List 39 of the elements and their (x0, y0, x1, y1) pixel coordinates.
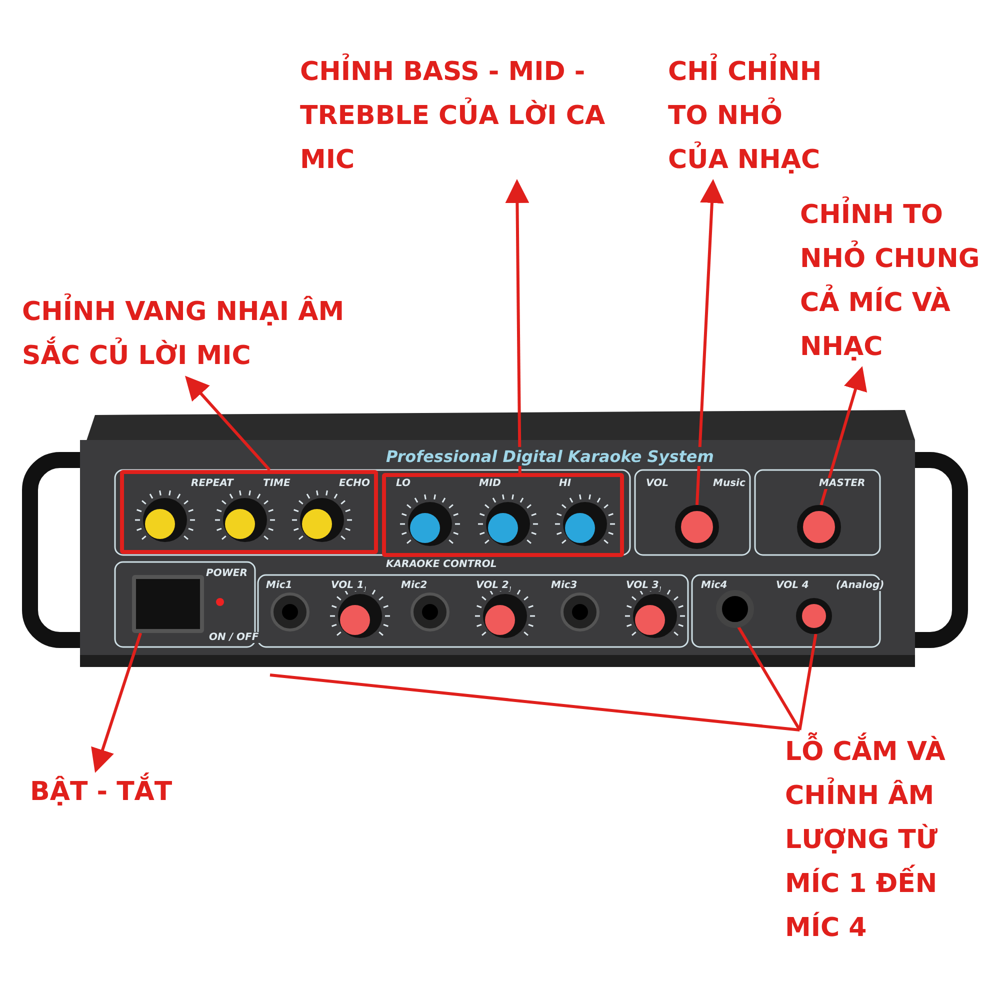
panel-label: VOL (645, 478, 670, 489)
panel-label: Mic4 (700, 580, 728, 591)
panel-label: Music (712, 478, 746, 489)
panel-label: (Analog) (835, 580, 886, 591)
arrow (185, 376, 271, 471)
panel-label: LO (395, 478, 412, 489)
power-switch (132, 575, 204, 633)
panel-label: Mic3 (550, 580, 578, 591)
highlight-frame (120, 470, 378, 554)
panel-label: VOL 2 (475, 580, 510, 591)
leader-line (736, 625, 801, 731)
panel-label: VOL 1 (330, 580, 365, 591)
panel-label: POWER (205, 568, 248, 579)
annotation-text: LỖ CẮM VÀ CHỈNH ÂM LƯỢNG TỪ MÍC 1 ĐẾN MÍC 4 (785, 730, 995, 950)
panel-label: MASTER (818, 478, 866, 489)
highlight-frame (382, 473, 624, 557)
annotation-text: CHỈNH VANG NHẠI ÂM SẮC CỦ LỜI MIC (22, 290, 352, 378)
arrow (91, 632, 142, 773)
panel-label: REPEAT (190, 478, 234, 489)
arrow (505, 179, 530, 474)
annotation-text: BẬT - TẮT (30, 770, 230, 814)
panel-label: ON / OFF (208, 632, 260, 643)
panel-label: VOL 3 (625, 580, 660, 591)
annotation-text: CHỈNH BASS - MID - TREBBLE CỦA LỜI CA MIC (300, 50, 650, 182)
panel-label: KARAOKE CONTROL (385, 559, 498, 570)
panel-label: Mic2 (400, 580, 428, 591)
arrow (696, 179, 724, 506)
panel-title: Professional Digital Karaoke System (385, 447, 715, 466)
annotation-text: CHỈ CHỈNH TO NHỎ CỦA NHẠC (668, 50, 848, 182)
panel-label: HI (558, 478, 572, 489)
leader-line (798, 634, 818, 730)
panel-label: ECHO (338, 478, 372, 489)
leader-line (270, 674, 800, 732)
panel-label: Mic1 (265, 580, 294, 591)
panel-label: MID (478, 478, 502, 489)
annotation-text: CHỈNH TO NHỎ CHUNG CẢ MÍC VÀ NHẠC (800, 193, 1000, 369)
arrow (820, 366, 868, 506)
panel-label: VOL 4 (775, 580, 810, 591)
panel-label: TIME (262, 478, 292, 489)
